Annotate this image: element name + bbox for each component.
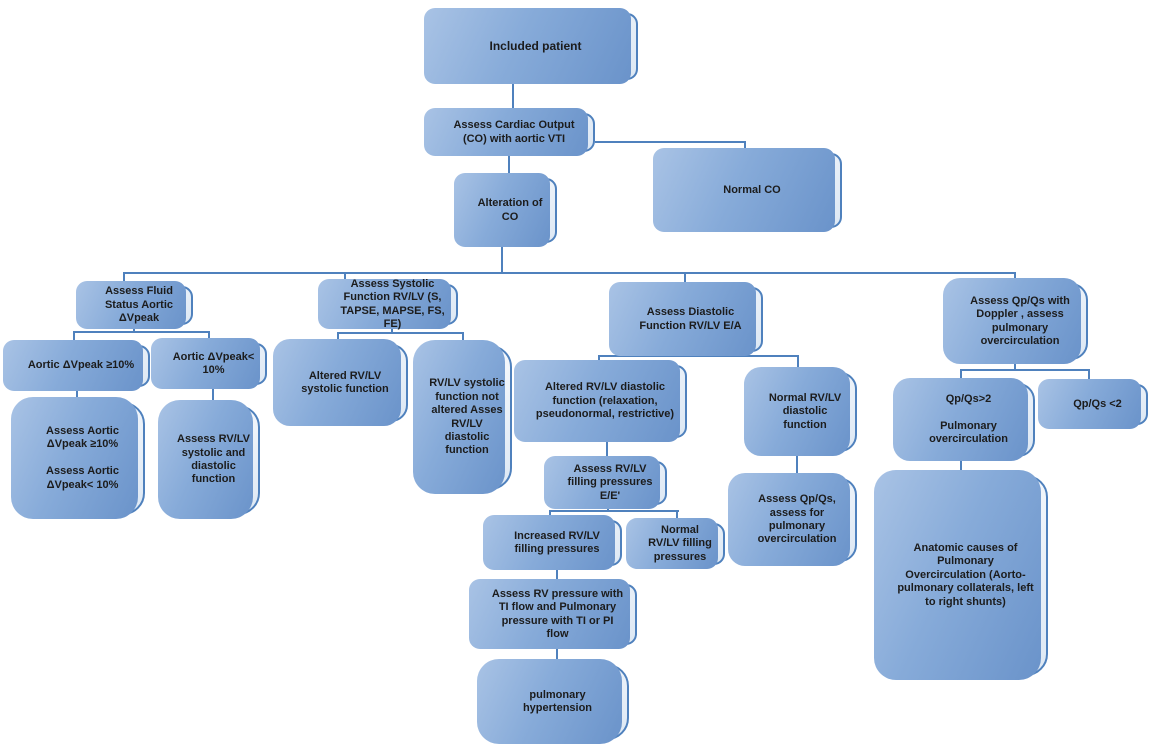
node-label: Increased RV/LV filling pressures <box>514 529 600 555</box>
flow-node-assess-aortic-dvpeak-both: Assess Aortic ΔVpeak ≥10% Assess Aortic … <box>11 397 145 519</box>
connector-line <box>123 272 1016 274</box>
flow-node-assess-rv-pressure: Assess RV pressure with TI flow and Pulm… <box>469 579 637 649</box>
flow-node-qpqs-lt2: Qp/Qs <2 <box>1038 379 1148 429</box>
flow-node-assess-qpqs-doppler: Assess Qp/Qs with Doppler , assess pulmo… <box>943 278 1088 364</box>
flow-node-assess-diastolic-function: Assess Diastolic Function RV/LV E/A <box>609 282 763 356</box>
node-label: Assess RV/LV filling pressures E/E' <box>567 462 653 502</box>
node-label: Aortic ΔVpeak ≥10% <box>27 359 135 372</box>
node-label: Assess RV pressure with TI flow and Pulm… <box>491 587 624 640</box>
connector-line <box>598 355 799 357</box>
connector-line <box>73 331 75 345</box>
connector-line <box>73 331 210 333</box>
flow-node-assess-fluid-status: Assess Fluid Status Aortic ΔVpeak <box>76 281 193 329</box>
node-label: Assess Aortic ΔVpeak ≥10% Assess Aortic … <box>46 424 119 491</box>
connector-line <box>76 389 78 402</box>
connector-line <box>556 645 558 664</box>
flow-node-altered-systolic-function: Altered RV/LV systolic function <box>273 339 408 426</box>
flow-node-assess-qpqs-for-overcirculation: Assess Qp/Qs, assess for pulmonary overc… <box>728 473 857 566</box>
node-label: Normal CO <box>723 183 781 196</box>
flow-node-qpqs-gt2: Qp/Qs>2 Pulmonary overcirculation <box>893 378 1035 461</box>
connector-line <box>337 332 339 344</box>
flow-node-included-patient: Included patient <box>424 8 638 84</box>
connector-line <box>337 332 464 334</box>
flow-node-anatomic-causes: Anatomic causes of Pulmonary Overcircula… <box>874 470 1048 680</box>
flow-node-assess-cardiac-output: Assess Cardiac Output (CO) with aortic V… <box>424 108 595 156</box>
connector-line <box>208 331 210 343</box>
node-label: Included patient <box>489 39 582 54</box>
connector-line <box>744 141 746 153</box>
flow-node-alteration-of-co: Alteration of CO <box>454 173 557 247</box>
connector-line <box>797 355 799 372</box>
connector-line <box>684 272 686 287</box>
flow-node-normal-co: Normal CO <box>653 148 842 232</box>
flow-node-aortic-dvpeak-lt10: Aortic ΔVpeak< 10% <box>151 338 267 389</box>
connector-line <box>676 510 678 523</box>
connector-line <box>123 272 125 286</box>
connector-line <box>462 332 464 345</box>
connector-line <box>508 152 510 178</box>
node-label: Assess Qp/Qs with Doppler , assess pulmo… <box>970 294 1070 347</box>
flow-node-aortic-dvpeak-ge10: Aortic ΔVpeak ≥10% <box>3 340 150 391</box>
connector-line <box>344 272 346 284</box>
connector-line <box>796 452 798 478</box>
flow-node-assess-systolic-function: Assess Systolic Function RV/LV (S, TAPSE… <box>318 278 458 330</box>
flow-node-assess-filling-pressures: Assess RV/LV filling pressures E/E' <box>544 456 667 509</box>
flow-node-altered-diastolic-function: Altered RV/LV diastolic function (relaxa… <box>514 360 687 442</box>
connector-line <box>1088 369 1090 384</box>
connector-line <box>606 438 608 461</box>
connector-line <box>512 80 514 113</box>
flow-node-normal-filling-pressures: Normal RV/LV filling pressures <box>626 518 725 569</box>
connector-line <box>1014 272 1016 283</box>
node-label: Assess RV/LV systolic and diastolic func… <box>177 433 250 486</box>
node-label: Normal RV/LV diastolic function <box>768 391 842 431</box>
node-label: Aortic ΔVpeak< 10% <box>172 350 255 376</box>
connector-line <box>1014 360 1016 370</box>
connector-line <box>595 141 745 143</box>
connector-line <box>960 369 962 383</box>
flow-node-increased-filling-pressures: Increased RV/LV filling pressures <box>483 515 622 570</box>
connector-line <box>556 566 558 584</box>
flow-node-systolic-not-altered: RV/LV systolic function not altered Asse… <box>413 340 512 494</box>
connector-line <box>212 385 214 405</box>
node-label: Qp/Qs>2 Pulmonary overcirculation <box>929 393 1008 446</box>
connector-line <box>501 243 503 273</box>
connector-line <box>133 325 135 333</box>
flow-node-normal-diastolic-function: Normal RV/LV diastolic function <box>744 367 857 456</box>
node-label: pulmonary hypertension <box>522 688 593 714</box>
node-label: Assess Systolic Function RV/LV (S, TAPSE… <box>340 277 445 330</box>
connector-line <box>549 510 679 512</box>
node-label: Altered RV/LV systolic function <box>301 369 389 395</box>
connector-line <box>960 457 962 475</box>
node-label: Qp/Qs <2 <box>1073 397 1122 410</box>
node-label: Assess Fluid Status Aortic ΔVpeak <box>104 285 174 325</box>
flow-node-pulmonary-hypertension: pulmonary hypertension <box>477 659 629 744</box>
node-label: Assess Cardiac Output (CO) with aortic V… <box>453 119 575 145</box>
node-label: Altered RV/LV diastolic function (relaxa… <box>535 381 675 421</box>
connector-line <box>391 325 393 334</box>
node-label: Assess Diastolic Function RV/LV E/A <box>639 306 742 332</box>
flow-node-assess-rvlv-systolic-diastolic: Assess RV/LV systolic and diastolic func… <box>158 400 260 519</box>
node-label: Alteration of CO <box>477 197 543 223</box>
node-label: Normal RV/LV filling pressures <box>648 523 712 563</box>
node-label: RV/LV systolic function not altered Asse… <box>429 377 505 457</box>
node-label: Assess Qp/Qs, assess for pulmonary overc… <box>757 493 837 546</box>
node-label: Anatomic causes of Pulmonary Overcircula… <box>897 541 1034 608</box>
connector-line <box>960 369 1090 371</box>
